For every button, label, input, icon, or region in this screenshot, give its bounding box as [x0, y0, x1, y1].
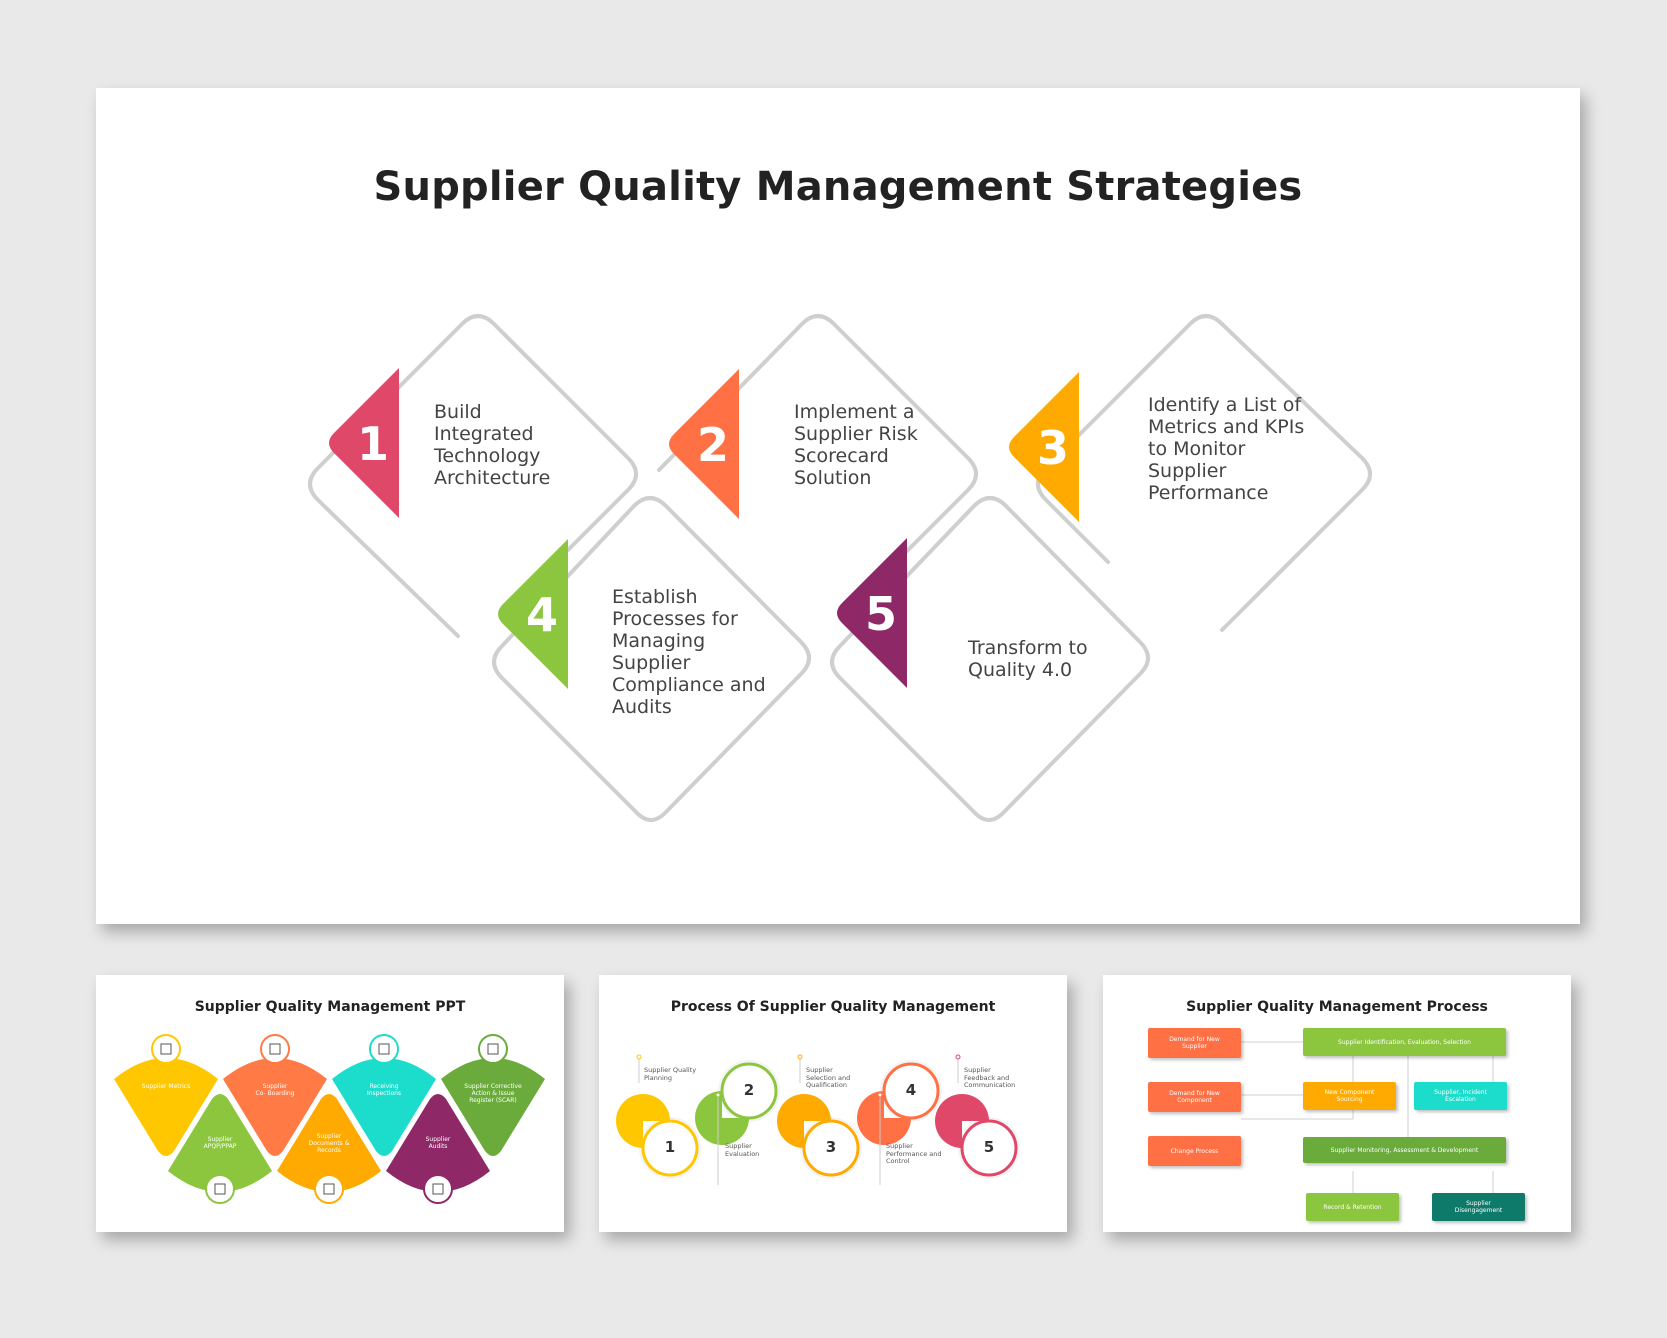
step-5-number: 5 [865, 587, 897, 641]
process-corner-4 [857, 1091, 911, 1145]
diamond-outline-1 [308, 314, 638, 638]
flow-box-demand-supplier: Demand for New Supplier [1148, 1028, 1241, 1058]
wave-icon-1 [151, 1034, 181, 1064]
step-1-triangle [329, 368, 399, 518]
wave-shape-6 [386, 1094, 490, 1192]
flow-box-incident: Supplier, Incident Escalation [1414, 1082, 1507, 1110]
thumb-2-title: Process Of Supplier Quality Management [670, 999, 996, 1015]
step-4-marker: 4 [498, 539, 568, 689]
wave-shape-4 [277, 1094, 381, 1192]
step-5-text: Transform to Quality 4.0 [968, 637, 1088, 681]
step-4-triangle [498, 539, 568, 689]
process-dot-1 [636, 1054, 642, 1060]
process-corner-2 [695, 1091, 749, 1145]
step-3-marker: 3 [1009, 372, 1079, 522]
flow-box-demand-component: Demand for New Component [1148, 1082, 1241, 1112]
diamond-outline-5 [830, 496, 1150, 822]
thumbnail-slide-2[interactable]: Process Of Supplier Quality Management 1… [599, 975, 1067, 1232]
wave-icon-glyph-4 [323, 1183, 335, 1195]
wave-icon-glyph-1 [160, 1043, 172, 1055]
process-dot-4 [877, 1092, 883, 1098]
process-circle-3 [802, 1119, 860, 1177]
process-dot-2 [715, 1092, 721, 1098]
flow-box-disengagement: Supplier Disengagement [1432, 1193, 1525, 1221]
wave-icon-glyph-7 [487, 1043, 499, 1055]
flow-box-monitoring: Supplier Monitoring, Assessment & Develo… [1303, 1137, 1506, 1163]
wave-label-3: Supplier Co- Boarding [255, 1083, 295, 1097]
wave-icon-3 [260, 1034, 290, 1064]
thumb-1-title: Supplier Quality Management PPT [194, 999, 466, 1015]
step-4-number: 4 [526, 588, 558, 642]
step-2-triangle [669, 369, 739, 519]
wave-shape-7 [441, 1058, 545, 1156]
process-label-3: Supplier Selection and Qualification [806, 1066, 851, 1089]
wave-label-4: Supplier Documents & Records [308, 1133, 350, 1154]
step-5-marker: 5 [837, 538, 907, 688]
step-1-text: Build Integrated Technology Architecture [434, 401, 551, 489]
wave-shape-1 [114, 1058, 218, 1156]
wave-label-1: Supplier Metrics [141, 1083, 191, 1090]
step-3-text: Identify a List of Metrics and KPIs to M… [1148, 394, 1305, 504]
process-label-1: Supplier Quality Planning [644, 1066, 697, 1082]
wave-label-2: Supplier APQP/PPAP [203, 1136, 237, 1150]
wave-icon-glyph-5 [378, 1043, 390, 1055]
wave-diagram [114, 1034, 545, 1204]
wave-icon-5 [369, 1034, 399, 1064]
diamond-diagram: 1 2 3 4 5 [308, 314, 1372, 822]
step-3-number: 3 [1037, 421, 1069, 475]
diamond-outline-3 [1036, 314, 1372, 632]
flow-box-identification: Supplier Identification, Evaluation, Sel… [1303, 1028, 1506, 1056]
step-2-text: Implement a Supplier Risk Scorecard Solu… [794, 401, 918, 489]
process-circles [616, 1054, 1020, 1185]
wave-icon-glyph-3 [269, 1043, 281, 1055]
thumbnail-slide-3[interactable]: Supplier Quality Management Process Dema… [1103, 975, 1571, 1232]
process-corner-5 [935, 1094, 989, 1148]
flow-box-change-process: Change Process [1148, 1136, 1241, 1166]
step-1-marker: 1 [329, 368, 399, 518]
process-circle-1 [641, 1119, 699, 1177]
process-corner-1 [616, 1094, 670, 1148]
wave-icon-7 [478, 1034, 508, 1064]
process-circle-5 [960, 1119, 1018, 1177]
step-3-triangle [1009, 372, 1079, 522]
process-label-2: Supplier Evaluation [725, 1142, 760, 1158]
step-markers: 1 2 3 4 5 [329, 368, 1079, 689]
process-circle-4 [882, 1062, 940, 1120]
step-2-marker: 2 [669, 369, 739, 519]
process-circle-2 [720, 1062, 778, 1120]
wave-label-5: Receiving Inspections [366, 1083, 402, 1097]
step-5-triangle [837, 538, 907, 688]
wave-shape-3 [223, 1058, 327, 1156]
wave-icon-2 [205, 1174, 235, 1204]
step-4-text: Establish Processes for Managing Supplie… [612, 586, 766, 718]
slide-title: Supplier Quality Management Strategies [373, 164, 1303, 210]
process-label-4: Supplier Performance and Control [886, 1142, 942, 1165]
diamond-outline-2 [657, 314, 978, 560]
wave-label-7: Supplier Corrective Action & Issue Regis… [464, 1083, 522, 1104]
process-number-5: 5 [983, 1138, 995, 1156]
wave-icon-glyph-6 [432, 1183, 444, 1195]
wave-label-6: Supplier Audits [425, 1136, 451, 1150]
wave-shape-5 [332, 1058, 436, 1156]
flow-box-record: Record & Retention [1306, 1193, 1399, 1221]
process-number-3: 3 [825, 1138, 837, 1156]
thumb-3-title: Supplier Quality Management Process [1186, 999, 1488, 1015]
step-1-number: 1 [357, 417, 389, 471]
flow-box-new-component: New Component Sourcing [1303, 1082, 1396, 1110]
main-slide: Supplier Quality Management Strategies 1… [96, 88, 1580, 924]
process-label-5: Supplier Feedback and Communication [964, 1066, 1016, 1089]
process-dot-3 [797, 1054, 803, 1060]
process-number-1: 1 [664, 1138, 676, 1156]
process-number-2: 2 [743, 1081, 755, 1099]
wave-shape-2 [168, 1094, 272, 1192]
process-dot-5 [955, 1054, 961, 1060]
process-corner-3 [777, 1094, 831, 1148]
wave-icon-4 [314, 1174, 344, 1204]
thumbnail-slide-1[interactable]: Supplier Quality Management PPT Supplier… [96, 975, 564, 1232]
diamond-outline-4 [492, 496, 811, 822]
process-number-4: 4 [905, 1081, 917, 1099]
wave-icon-6 [423, 1174, 453, 1204]
wave-icon-glyph-2 [214, 1183, 226, 1195]
step-2-number: 2 [697, 418, 729, 472]
